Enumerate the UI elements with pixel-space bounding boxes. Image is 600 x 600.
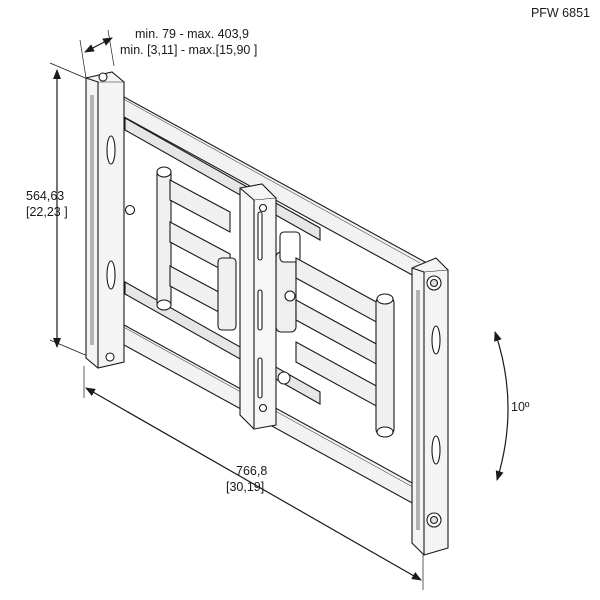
width-dimension-inch: [30,19] [226, 480, 265, 494]
tilt-angle-label: 10º [511, 400, 530, 414]
dimension-lines [49, 29, 509, 590]
depth-dimension-inch: min. [3,11] - max.[15,90 ] [120, 43, 258, 57]
right-arm [275, 231, 395, 438]
depth-dimension-mm: min. 79 - max. 403,9 [135, 27, 249, 41]
right-upright [411, 257, 449, 556]
left-arm [156, 166, 237, 331]
height-dimension-mm: 564,63 [26, 189, 65, 203]
center-wall-plate [239, 183, 277, 430]
height-dimension-inch: [22,23 ] [26, 205, 68, 219]
left-upright [85, 71, 136, 369]
width-dimension-mm: 766,8 [236, 464, 268, 478]
model-number: PFW 6851 [530, 6, 590, 20]
